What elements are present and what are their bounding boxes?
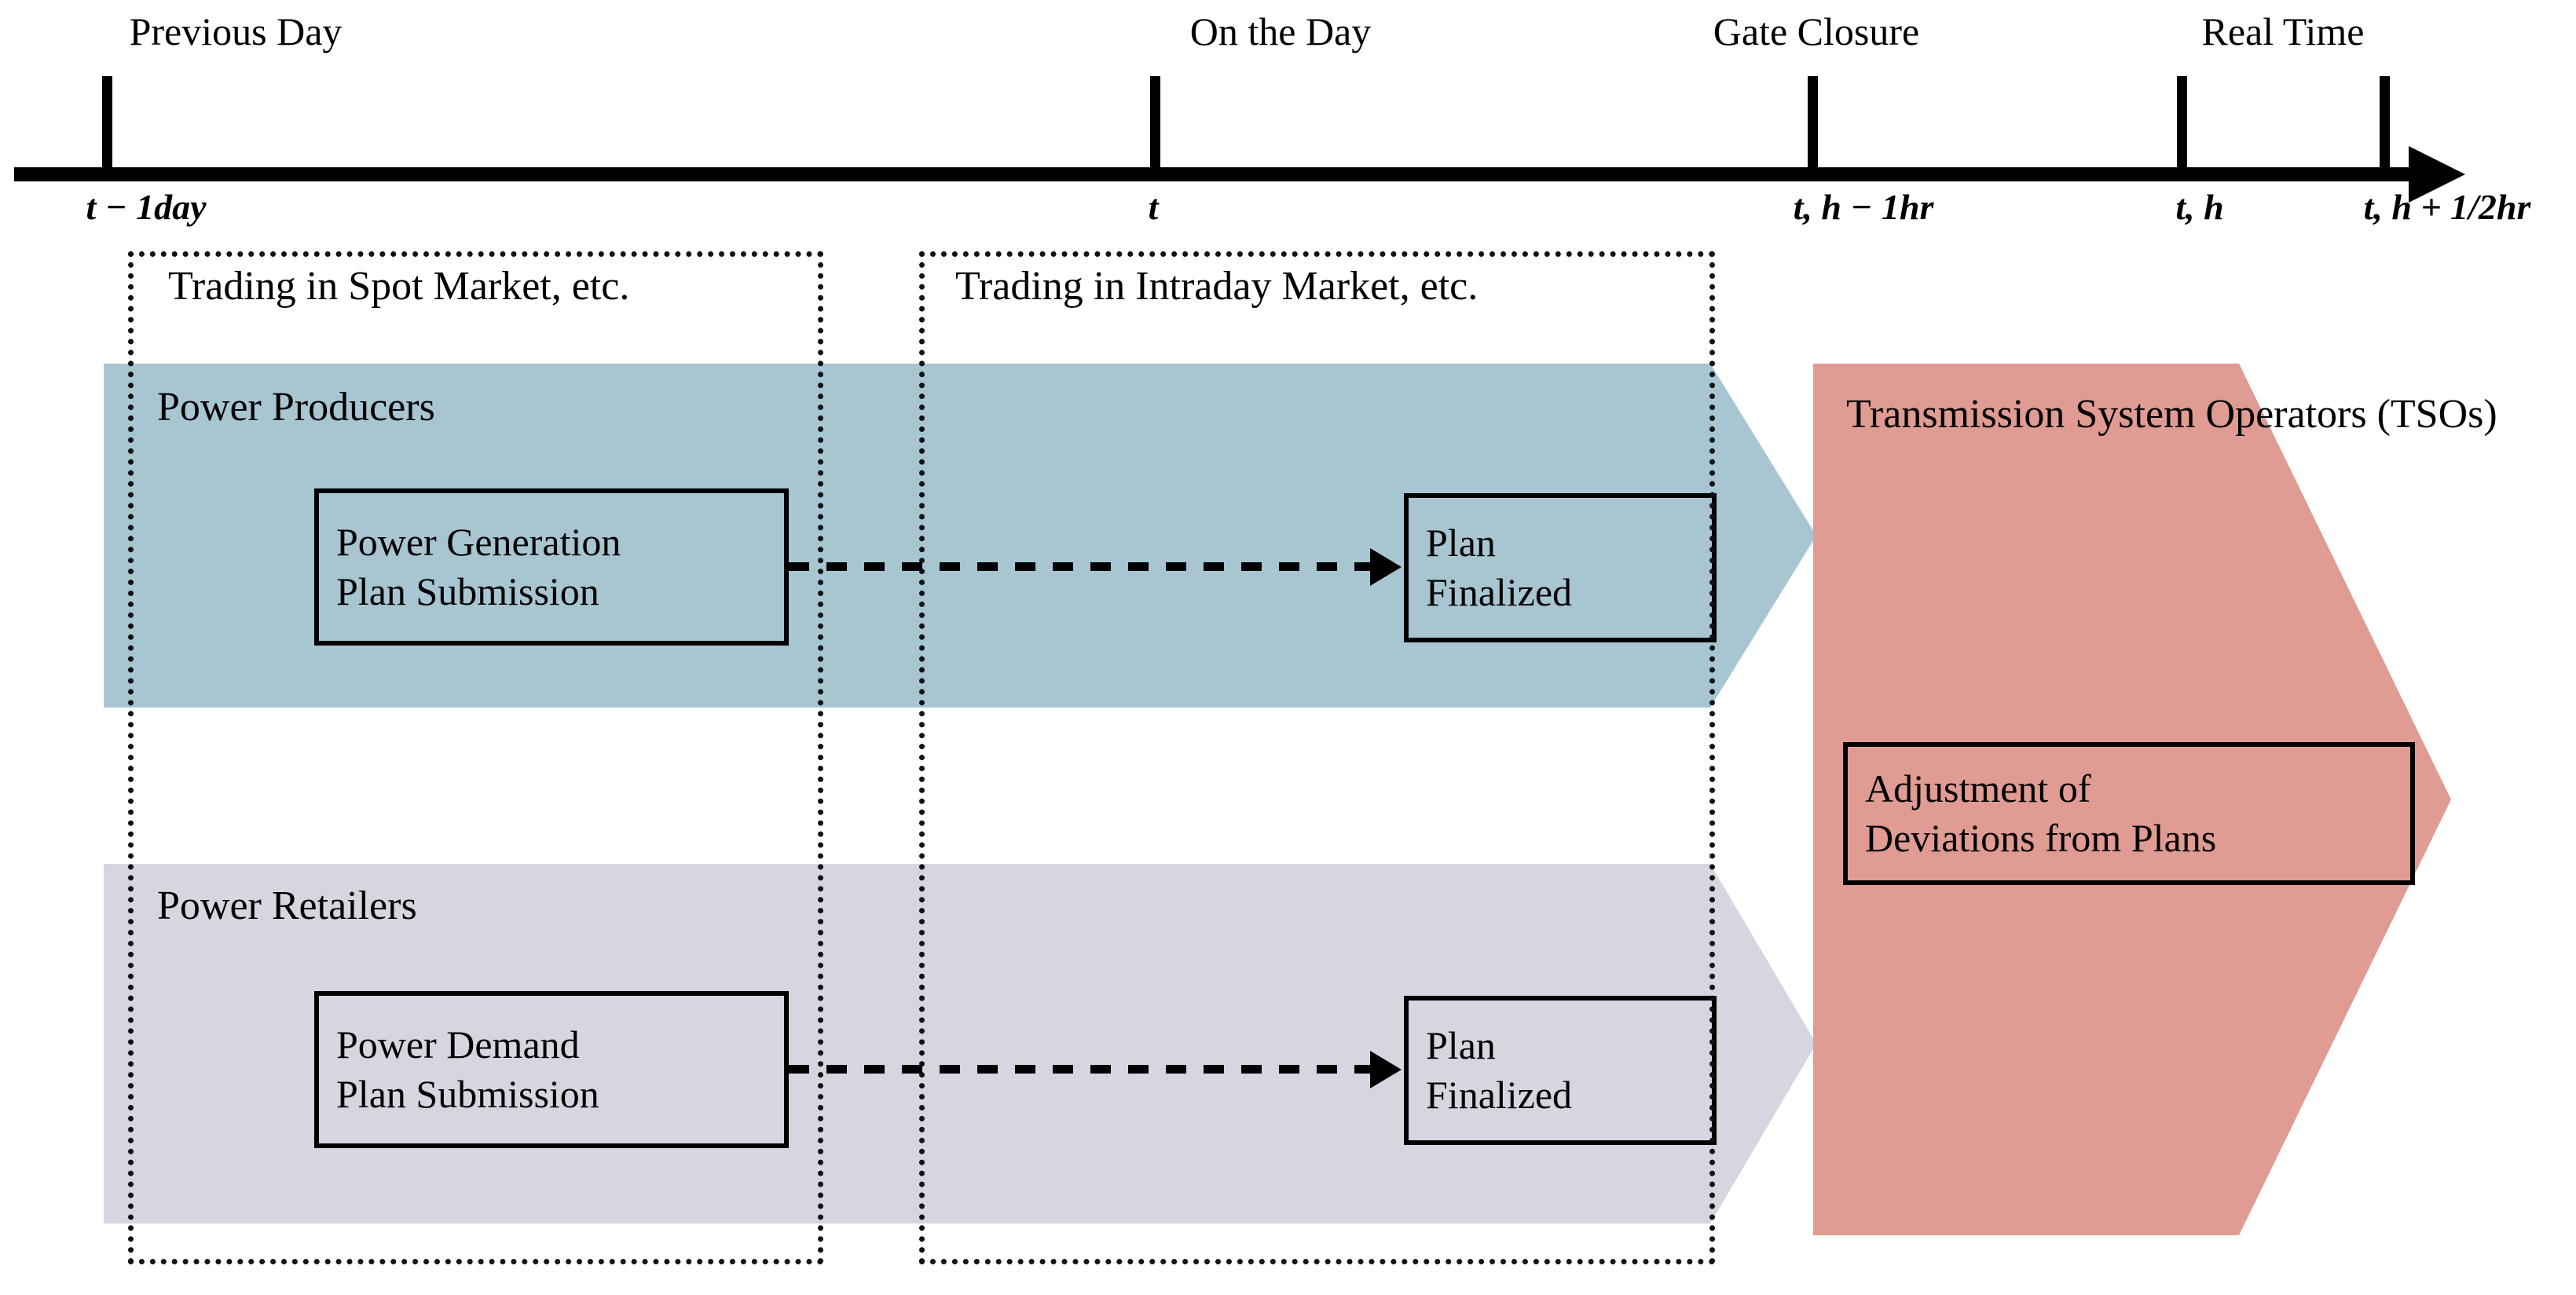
retailers-plan-finalized-line-1: Plan — [1426, 1023, 1496, 1067]
timeline-tick-0 — [102, 76, 112, 174]
retailers-connector-line — [789, 1065, 1370, 1074]
market-label-spot: Trading in Spot Market, etc. — [168, 264, 630, 309]
retailers-plan-finalized-box: Plan Finalized — [1404, 996, 1717, 1145]
power-generation-line-2: Plan Submission — [336, 569, 599, 613]
timeline-value-t-minus-1day: t − 1day — [86, 187, 207, 227]
tso-title-line-1: Transmission — [1846, 392, 2065, 437]
tso-title-line-3: (TSOs) — [2376, 392, 2497, 437]
retailers-connector-arrow-icon — [1370, 1051, 1402, 1088]
producers-plan-finalized-line-1: Plan — [1426, 521, 1496, 565]
producers-band-body — [104, 364, 1710, 708]
timeline-label-real-time: Real Time — [2201, 9, 2365, 53]
producers-connector-arrow-icon — [1370, 548, 1402, 586]
tso-adjustment-line-2: Deviations from Plans — [1865, 816, 2217, 860]
timeline-value-t: t — [1148, 187, 1159, 227]
producers-plan-finalized-line-2: Finalized — [1426, 570, 1573, 614]
tso-shape — [1813, 364, 2451, 1235]
producers-plan-finalized-box: Plan Finalized — [1404, 493, 1717, 642]
timeline-label-on-the-day: On the Day — [1189, 9, 1372, 53]
timeline-value-t-h: t, h — [2175, 187, 2224, 227]
power-generation-plan-submission-box: Power Generation Plan Submission — [314, 488, 789, 646]
power-demand-line-1: Power Demand — [336, 1022, 580, 1066]
timeline-label-gate-closure: Gate Closure — [1713, 9, 1920, 53]
timeline-label-previous-day: Previous Day — [129, 9, 343, 53]
retailers-title: Power Retailers — [157, 883, 417, 928]
tso-adjustment-box: Adjustment of Deviations from Plans — [1843, 742, 2415, 885]
timeline-tick-4 — [2380, 76, 2390, 174]
power-generation-line-1: Power Generation — [336, 520, 621, 564]
producers-band — [104, 364, 1816, 708]
tso-title: Transmission System Operators (TSOs) — [1846, 389, 2497, 441]
market-label-intraday: Trading in Intraday Market, etc. — [955, 264, 1479, 309]
producers-title: Power Producers — [157, 385, 435, 430]
retailers-band — [104, 864, 1816, 1224]
power-demand-plan-submission-box: Power Demand Plan Submission — [314, 991, 789, 1148]
timeline-axis — [14, 167, 2422, 181]
retailers-band-arrowhead-icon — [1710, 864, 1816, 1224]
producers-band-arrowhead-icon — [1710, 364, 1816, 708]
retailers-plan-finalized-line-2: Finalized — [1426, 1073, 1573, 1117]
timeline-arrow-icon — [2409, 146, 2465, 203]
timeline-value-t-h-plus-half-hr: t, h + 1/2hr — [2363, 187, 2531, 227]
timeline-tick-2 — [1808, 76, 1818, 174]
power-demand-line-2: Plan Submission — [336, 1072, 599, 1116]
tso-title-line-2: System Operators — [2075, 392, 2367, 437]
tso-adjustment-line-1: Adjustment of — [1865, 766, 2091, 810]
timeline-tick-3 — [2177, 76, 2187, 174]
timeline-value-t-h-minus-1hr: t, h − 1hr — [1793, 187, 1934, 227]
producers-connector-line — [789, 562, 1370, 571]
retailers-band-body — [104, 864, 1710, 1224]
timeline-tick-1 — [1150, 76, 1160, 174]
